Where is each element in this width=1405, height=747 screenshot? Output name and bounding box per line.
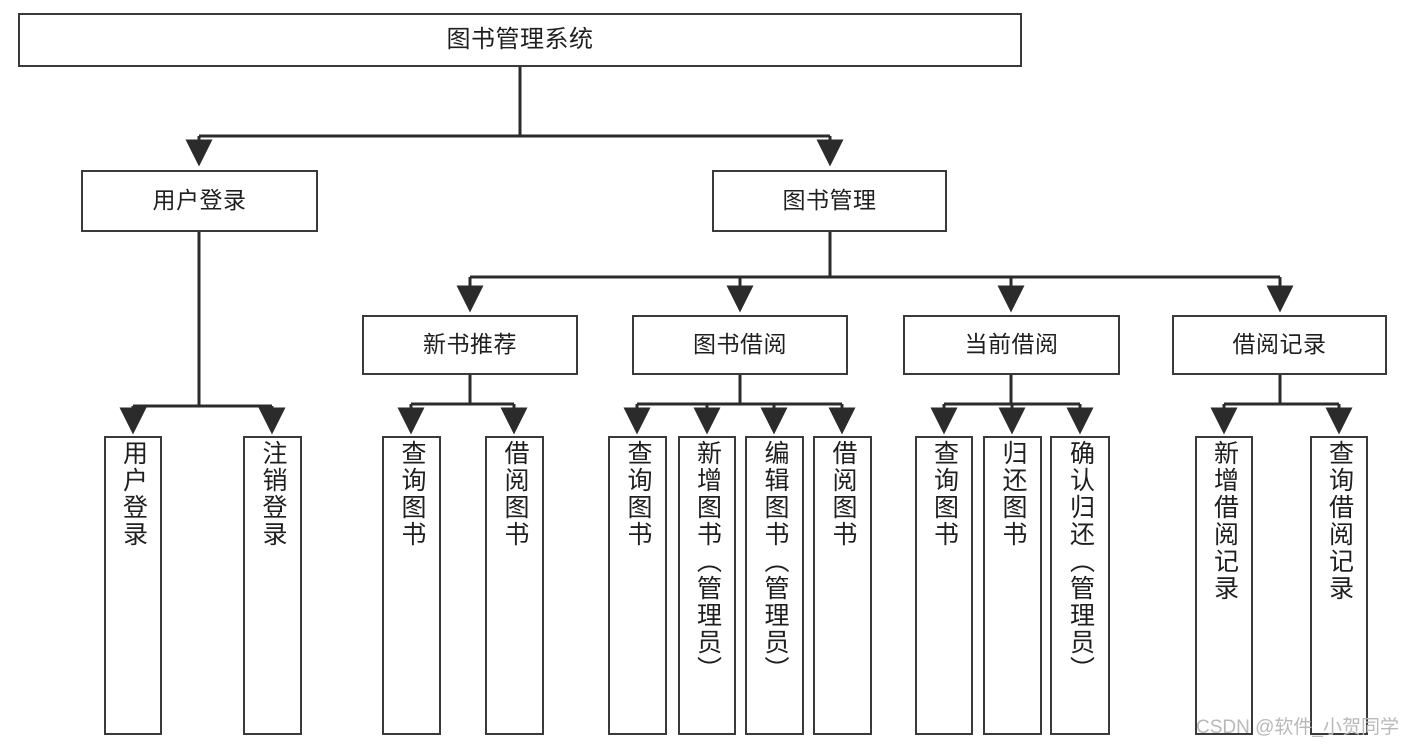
node-label: 借阅记录 [1232,331,1327,358]
node-leaf-borrow-book[interactable]: 借阅图书 [813,436,872,735]
node-label: 图书管理 [782,187,877,214]
node-label: 新书推荐 [423,331,517,358]
node-current-borrow[interactable]: 当前借阅 [903,315,1120,375]
node-borrow-record[interactable]: 借阅记录 [1172,315,1387,375]
node-leaf-user-login[interactable]: 用户登录 [104,436,162,735]
node-label: 借阅图书 [829,440,857,548]
node-label: 新增借阅记录 [1210,440,1239,602]
node-leaf-edit-book-admin[interactable]: 编辑图书（管理员） [745,436,804,735]
node-leaf-query-book-current[interactable]: 查询图书 [915,436,973,735]
node-label: 当前借阅 [964,331,1059,358]
node-leaf-query-borrow-record[interactable]: 查询借阅记录 [1310,436,1368,735]
node-leaf-confirm-return-admin[interactable]: 确认归还（管理员） [1050,436,1110,735]
node-label: 用户登录 [119,440,148,548]
node-leaf-add-borrow-record[interactable]: 新增借阅记录 [1195,436,1253,735]
node-leaf-return-book[interactable]: 归还图书 [983,436,1042,735]
node-leaf-query-book-borrow[interactable]: 查询图书 [608,436,667,735]
node-label: 查询图书 [398,440,426,548]
watermark-text: CSDN @软件_小贺同学 [1196,717,1399,738]
node-label: 查询图书 [930,440,959,548]
node-new-book-recommend[interactable]: 新书推荐 [362,315,578,375]
node-user-login[interactable]: 用户登录 [81,170,318,232]
node-label: 新增图书（管理员） [693,440,722,683]
node-label: 归还图书 [999,440,1027,548]
node-label: 注销登录 [259,440,287,548]
node-label: 确认归还（管理员） [1066,440,1095,683]
node-root-system[interactable]: 图书管理系统 [18,13,1022,67]
node-label: 用户登录 [152,187,247,214]
node-label: 查询图书 [624,440,652,548]
node-leaf-user-logout[interactable]: 注销登录 [243,436,302,735]
node-label: 图书管理系统 [446,25,594,53]
node-book-manage[interactable]: 图书管理 [712,170,947,232]
node-leaf-add-book-admin[interactable]: 新增图书（管理员） [678,436,736,735]
node-label: 查询借阅记录 [1325,440,1354,602]
node-leaf-borrow-book-rec[interactable]: 借阅图书 [485,436,544,735]
node-book-borrow[interactable]: 图书借阅 [632,315,848,375]
node-label: 图书借阅 [693,331,787,358]
node-leaf-query-book-rec[interactable]: 查询图书 [382,436,441,735]
node-label: 编辑图书（管理员） [761,440,789,683]
node-label: 借阅图书 [501,440,529,548]
